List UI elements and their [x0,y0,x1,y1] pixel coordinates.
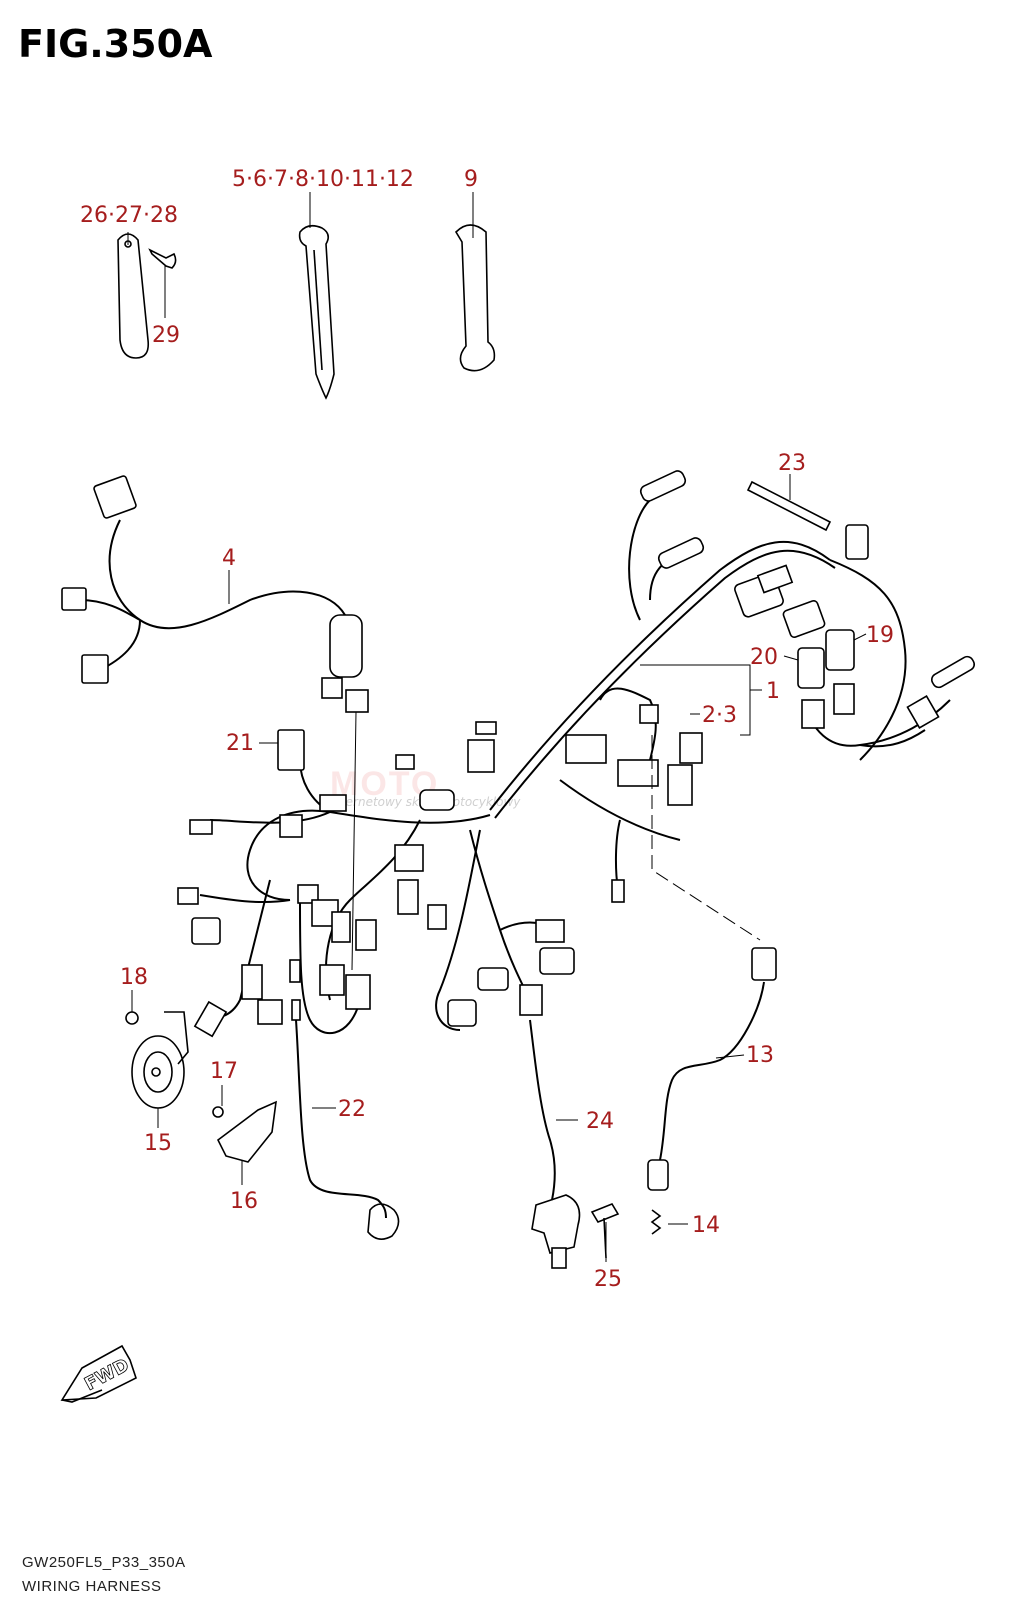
cable-22[interactable] [295,1019,387,1219]
callout-9: 9 [464,167,478,192]
figure-title: FIG.350A [18,22,213,66]
callout-26-27-28: 26·27·28 [80,203,178,228]
switch-24-part[interactable] [531,1194,581,1269]
callout-21: 21 [226,731,254,756]
callout-29: 29 [152,323,180,348]
screw-part[interactable] [148,248,177,318]
callout-22: 22 [338,1097,366,1122]
cable-13[interactable] [659,981,765,1161]
figure-code: GW250FL5_P33_350A [22,1554,186,1571]
callout-2-3: 2·3 [702,703,737,728]
callout-23: 23 [778,451,806,476]
callout-24: 24 [586,1109,614,1134]
clamp-9-part[interactable] [454,192,496,372]
clamp-part[interactable] [117,232,150,359]
sensor-14-part[interactable] [647,1159,669,1235]
cable-24[interactable] [529,1019,556,1201]
callout-14: 14 [692,1213,720,1238]
callout-15: 15 [144,1131,172,1156]
callout-5-12: 5·6·7·8·10·11·12 [232,167,414,192]
main-harness[interactable] [79,499,951,1035]
harness-connectors[interactable] [61,469,976,1038]
cable-tie-part[interactable] [298,192,335,400]
fwd-arrow: FWD [60,1344,137,1403]
figure-name: WIRING HARNESS [22,1578,162,1595]
bracket-16-part[interactable] [212,1085,277,1185]
callout-18: 18 [120,965,148,990]
callout-16: 16 [230,1189,258,1214]
fwd-label: FWD [81,1355,132,1396]
bolt-25-part[interactable] [590,1203,620,1262]
callout-25: 25 [594,1267,622,1292]
callout-19: 19 [866,623,894,648]
callout-1: 1 [766,679,780,704]
callout-13: 13 [746,1043,774,1068]
callout-20: 20 [750,645,778,670]
cable-22-end [367,1203,400,1240]
bar-23-part[interactable] [746,474,832,532]
callout-labels: 26·27·28 29 5·6·7·8·10·11·12 9 23 4 19 2… [80,167,894,1292]
leader-lines [157,570,867,1225]
horn-15-part[interactable] [125,990,189,1109]
callout-17: 17 [210,1059,238,1084]
callout-4: 4 [222,546,236,571]
